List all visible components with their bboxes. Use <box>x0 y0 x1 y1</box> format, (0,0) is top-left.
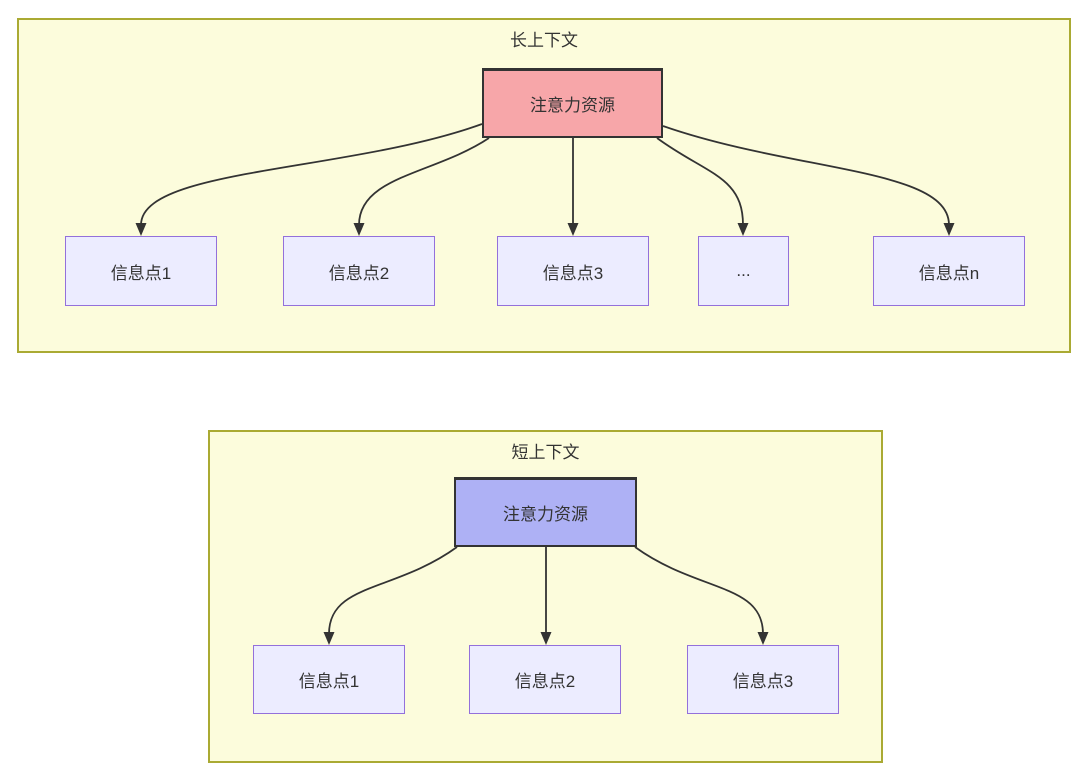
long-attention-resource-node: 注意力资源 <box>482 68 663 138</box>
short-info-node-1: 信息点1 <box>253 645 405 714</box>
short-info-node-3: 信息点3 <box>687 645 839 714</box>
long-info-node-2: 信息点2 <box>283 236 435 306</box>
long-info-node-ellipsis: ... <box>698 236 789 306</box>
long-info-node-n: 信息点n <box>873 236 1025 306</box>
short-info-node-2: 信息点2 <box>469 645 621 714</box>
short-attention-resource-node: 注意力资源 <box>454 477 637 547</box>
long-info-node-3: 信息点3 <box>497 236 649 306</box>
long-info-node-1: 信息点1 <box>65 236 217 306</box>
long-context-title: 长上下文 <box>510 31 578 50</box>
short-context-title: 短上下文 <box>511 443 580 462</box>
